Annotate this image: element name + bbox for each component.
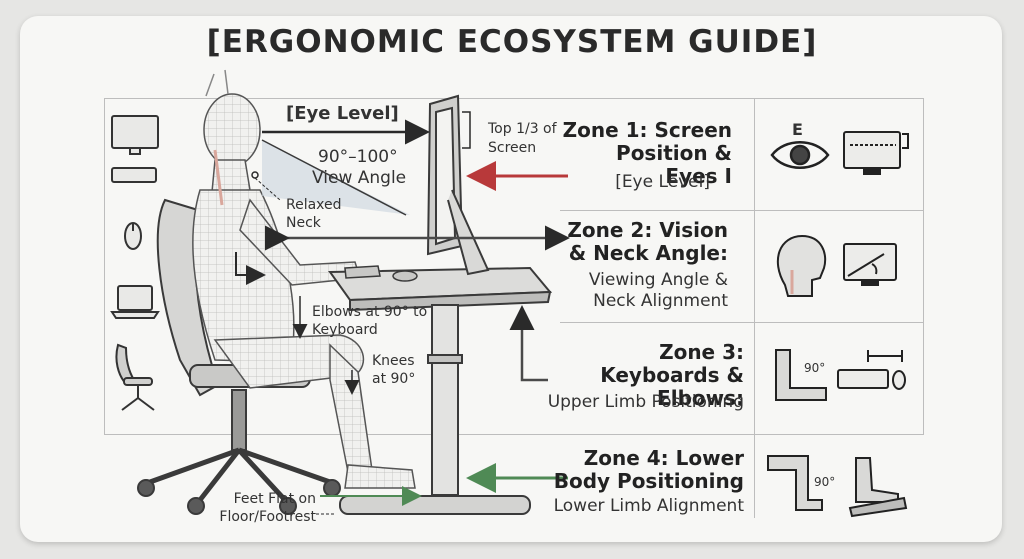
footrest-icon: [848, 457, 908, 518]
standing-desk: [328, 266, 553, 515]
laptop-icon: [110, 285, 160, 319]
divider-bottom: [104, 434, 924, 435]
view-angle-label: View Angle: [312, 168, 407, 188]
feet-label: Feet Flat on Floor/Footrest: [219, 491, 316, 525]
zone-4-subtitle: Lower Limb Alignment: [553, 496, 744, 516]
view-angle-value: 90°–100°: [318, 147, 398, 167]
zone-4-title: Zone 4: Lower Body Positioning: [553, 446, 744, 493]
keyboard-mouse-icon: [837, 350, 906, 390]
top-third-label: Top 1/3 of Screen: [488, 121, 557, 156]
divider-right: [923, 98, 924, 434]
mouse-icon: [124, 222, 142, 250]
zone-1-title: Zone 1: Screen Position & Eyes I: [562, 118, 732, 188]
elbow-angle-text: 90°: [804, 361, 826, 375]
zone-2-title: Zone 2: Vision & Neck Angle:: [567, 218, 728, 265]
keyboard-mouse: [344, 265, 418, 282]
relaxed-neck-label: Relaxed Neck: [286, 197, 342, 231]
elbow-90-icon: [775, 349, 827, 401]
divider-icons: [754, 98, 755, 518]
divider-zone-2-3: [560, 322, 924, 323]
zone-1-subtitle: [Eye Level]: [615, 172, 710, 192]
page-title: [ERGONOMIC ECOSYSTEM GUIDE]: [206, 24, 818, 60]
zone-3-title: Zone 3: Keyboards & Elbows:: [600, 340, 744, 410]
eye-chart-letter: E: [792, 120, 803, 139]
leg-angle-text: 90°: [814, 475, 836, 489]
knees-label: Knees at 90°: [372, 353, 416, 387]
monitor-top-line-icon: [843, 131, 909, 175]
divider-left: [104, 98, 105, 434]
zone-3-subtitle: Upper Limb Positioning: [547, 392, 744, 412]
eye-icon: [770, 141, 830, 169]
divider-top: [104, 98, 924, 99]
zone-2-subtitle: Viewing Angle & Neck Alignment: [588, 270, 728, 311]
leg-90-icon: [767, 455, 823, 511]
eye-level-label: [Eye Level]: [286, 103, 399, 124]
monitor-keyboard-icon: [111, 115, 159, 183]
elbows-label: Elbows at 90° to Keyboard: [312, 304, 428, 338]
head-neck-icon: [776, 234, 827, 297]
chair-icon: [115, 343, 155, 411]
divider-zone-1-2: [560, 210, 924, 211]
angle-monitor-icon: [843, 243, 897, 286]
